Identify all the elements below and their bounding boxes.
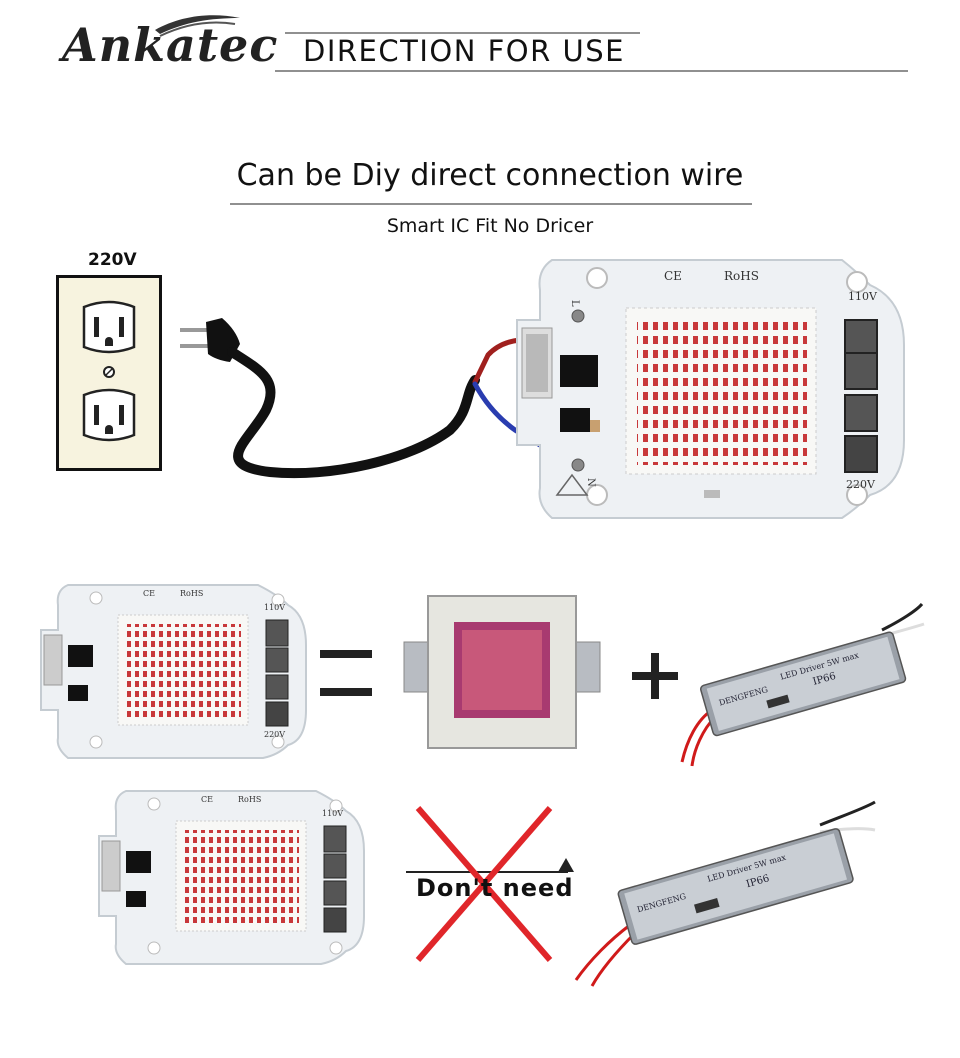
pin-n-label: N (585, 478, 596, 487)
rohs-mark: RoHS (724, 269, 759, 283)
rohs-mark: RoHS (238, 795, 261, 804)
brand-logo (60, 8, 270, 78)
label-220v: 220V (846, 478, 876, 491)
page-title: DIRECTION FOR USE (303, 34, 625, 68)
rohs-mark: RoHS (180, 589, 203, 598)
led-module-small-1: CE RoHS 110V 220V (40, 584, 307, 759)
label-110v: 110V (322, 809, 343, 818)
dont-need-graphic (406, 806, 574, 962)
ce-mark: CE (201, 795, 213, 804)
wall-socket (56, 275, 162, 471)
header-rule (275, 32, 908, 72)
label-220v: 220V (264, 730, 285, 739)
section-subtitle: Smart IC Fit No Dricer (386, 215, 594, 237)
warning-icon (555, 473, 589, 496)
ce-mark: CE (143, 589, 155, 598)
label-110v: 110V (848, 290, 878, 303)
label-110v: 110V (264, 603, 285, 612)
section-title: Can be Diy direct connection wire (236, 158, 744, 193)
led-module-small-2: CE RoHS 110V (98, 790, 365, 965)
outlet-top (82, 300, 136, 354)
led-chip (403, 595, 601, 749)
ce-mark: CE (664, 269, 682, 283)
section-title-underline (230, 203, 752, 205)
live-terminal (571, 309, 585, 323)
pin-l-label: L (569, 300, 580, 307)
neutral-terminal (571, 458, 585, 472)
plus-sign-icon (632, 653, 678, 699)
brand-name: Ankatec (62, 18, 279, 72)
led-driver-2: DENGFENG LED Driver 5W max IP66 (574, 800, 876, 987)
equals-sign-icon (320, 650, 372, 696)
logo-swoosh-icon (155, 15, 240, 37)
led-module-large: CE RoHS 110V 220V L N (516, 259, 905, 519)
dont-need-label: Don't need (416, 874, 574, 902)
led-driver-1: DENGFENG LED Driver 5W max IP66 (680, 602, 925, 767)
outlet-bottom (82, 388, 136, 442)
socket-voltage-label: 220V (88, 250, 137, 270)
